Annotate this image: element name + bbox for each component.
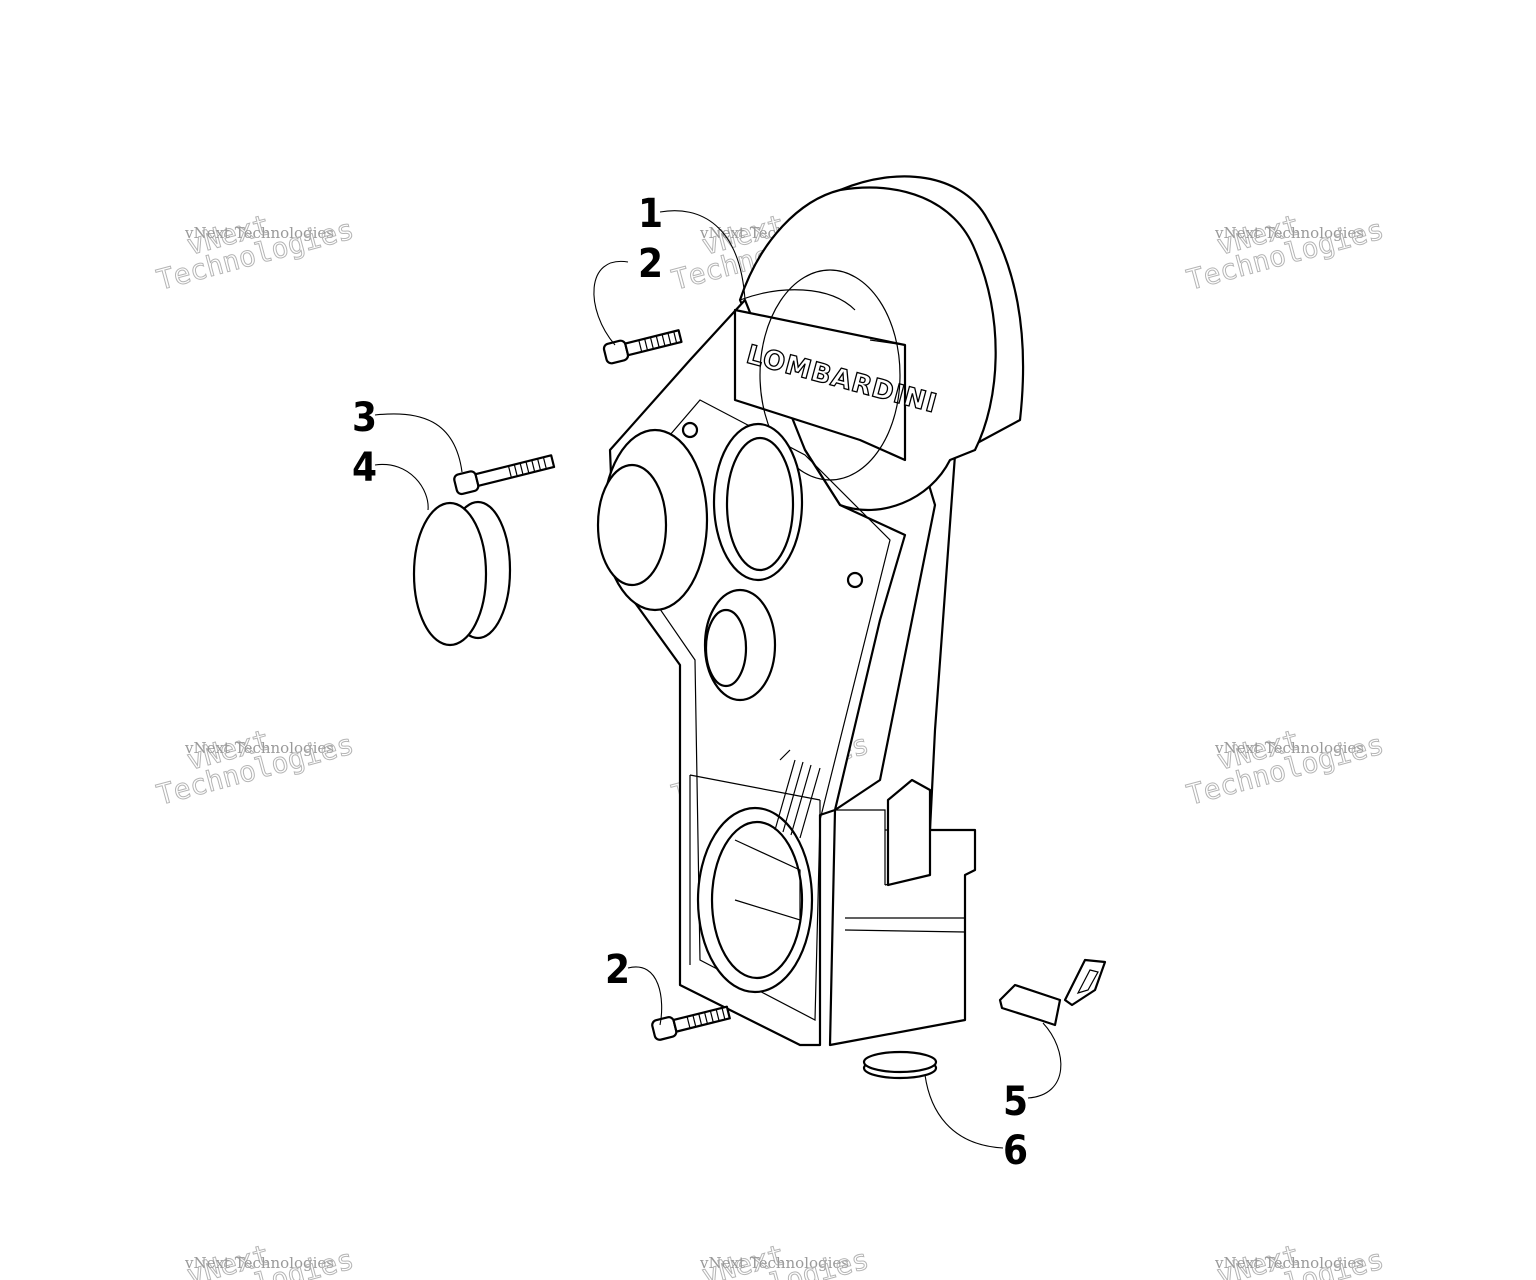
bolt-upper-shank — [624, 329, 683, 357]
clip-tab — [1063, 958, 1107, 1007]
callout-3: 3 — [352, 395, 377, 441]
watermark-line: vNext Technologies — [184, 224, 334, 242]
callout-4: 4 — [352, 445, 377, 491]
left-plug-cap — [596, 463, 668, 587]
lower-bore-shaft — [734, 839, 801, 921]
watermark-bottom-right: vNext vNext Technologies Technologies — [1183, 1238, 1388, 1280]
bolt-upper-thread — [638, 331, 678, 352]
brand-plate — [733, 308, 907, 462]
bolt-long-shank — [474, 454, 556, 487]
watermark-mid-left: vNext vNext Technologies Technologies — [153, 723, 358, 813]
bolt-long — [453, 454, 556, 496]
watermark-line: vNext Technologies — [1214, 224, 1364, 242]
leader-lines — [374, 210, 1062, 1149]
plug-cap — [412, 500, 512, 647]
leader-6 — [924, 1074, 1004, 1149]
callout-2-upper: 2 — [638, 241, 663, 287]
bolt-lower — [651, 1005, 731, 1041]
lower-bore-inner — [710, 820, 804, 980]
watermark-line: vNext Technologies — [184, 1254, 334, 1272]
watermark-mid-right: vNext vNext Technologies Technologies — [1183, 723, 1388, 813]
mount-hole-right — [846, 571, 864, 589]
watermark-bottom-center: vNext vNext Technologies Technologies — [668, 1238, 873, 1280]
callout-6: 6 — [1003, 1128, 1028, 1174]
bolt-long-thread — [507, 457, 547, 478]
clip-body — [998, 983, 1062, 1027]
watermark-line: vNext Technologies — [699, 1254, 849, 1272]
upper-bore-inner — [725, 436, 795, 572]
leader-1 — [659, 210, 746, 301]
bolt-upper — [602, 329, 683, 365]
brand-plate-bevel — [739, 289, 906, 346]
clip — [998, 958, 1107, 1027]
leader-2-upper — [593, 260, 629, 346]
mid-bore-inner — [704, 608, 748, 688]
callout-1: 1 — [638, 191, 663, 237]
cover-ribs — [774, 749, 821, 839]
watermark-line: vNext Technologies — [1214, 739, 1364, 757]
callout-labels: 1 2 3 4 2 5 6 — [352, 191, 1028, 1174]
bolt-lower-shank — [672, 1005, 731, 1033]
grommet-top — [862, 1050, 938, 1074]
leader-5 — [1027, 1022, 1062, 1099]
callout-2-lower: 2 — [605, 947, 630, 993]
housing-top-circle — [759, 269, 901, 481]
leader-2-lower — [627, 966, 663, 1026]
cover-lower-box — [689, 774, 821, 1040]
leader-3 — [374, 413, 463, 473]
clip-tab-window — [1076, 969, 1099, 994]
watermark-line: vNext Technologies — [1214, 1254, 1364, 1272]
bolt-lower-thread — [686, 1007, 726, 1029]
timing-cover: LOMBARDINI — [596, 175, 1025, 1047]
plug-cap-face — [412, 501, 488, 647]
watermark-bottom-left: vNext vNext Technologies Technologies — [153, 1238, 358, 1280]
cover-side-lug — [886, 778, 932, 887]
watermark-top-right: vNext vNext Technologies Technologies — [1183, 208, 1388, 298]
leader-4 — [374, 463, 429, 511]
grommet — [862, 1050, 938, 1080]
watermark-top-left: vNext vNext Technologies Technologies — [153, 208, 358, 298]
mount-hole-top — [681, 421, 699, 439]
watermark-line: vNext Technologies — [184, 739, 334, 757]
callout-5: 5 — [1003, 1079, 1028, 1125]
